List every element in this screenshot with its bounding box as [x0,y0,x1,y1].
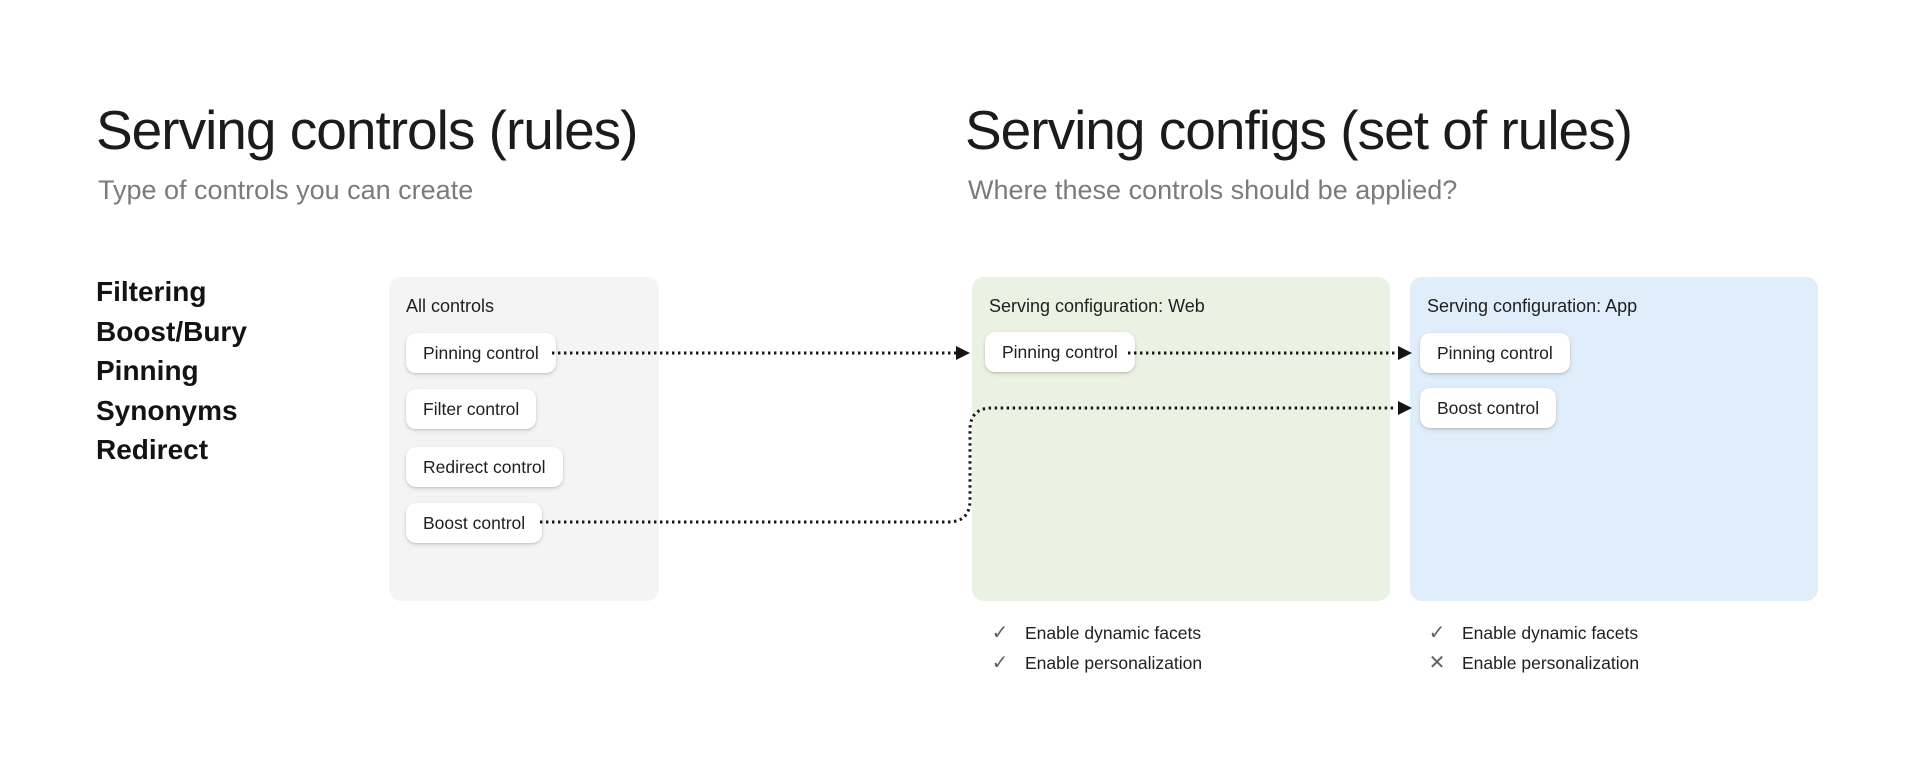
app-chip-boost-control: Boost control [1420,388,1557,428]
right-section-subtitle: Where these controls should be applied? [968,175,1458,205]
web-chip-pinning-control: Pinning control [985,332,1135,372]
chip-filter-control: Filter control [406,389,537,429]
feature-row: ✓ Enable dynamic facets [990,618,1202,648]
web-config-card-label: Serving configuration: Web [989,296,1205,316]
control-type-pinning: Pinning [96,355,199,386]
feature-row: ✕ Enable personalization [1427,648,1639,678]
web-config-features: ✓ Enable dynamic facets ✓ Enable persona… [990,618,1202,678]
check-icon: ✓ [991,622,1009,644]
chip-boost-control: Boost control [406,503,543,543]
control-type-redirect: Redirect [96,434,209,465]
check-icon: ✓ [991,652,1009,674]
arrowhead-icon [956,346,970,360]
app-chip-pinning-control: Pinning control [1420,333,1570,373]
feature-row: ✓ Enable dynamic facets [1427,618,1639,648]
right-section-title: Serving configs (set of rules) [965,99,1633,161]
app-config-features: ✓ Enable dynamic facets ✕ Enable persona… [1427,618,1639,678]
app-config-card: Serving configuration: App Pinning contr… [1410,277,1818,601]
left-section-title: Serving controls (rules) [96,99,638,161]
control-type-synonyms: Synonyms [96,394,238,426]
feature-row: ✓ Enable personalization [990,648,1202,678]
all-controls-card-label: All controls [406,296,495,316]
all-controls-card: All controls Pinning control Filter cont… [389,277,659,601]
control-type-boost-bury: Boost/Bury [96,315,247,347]
feature-label: Enable personalization [1025,652,1203,673]
feature-label: Enable dynamic facets [1462,622,1639,643]
control-type-list: Filtering Boost/Bury Pinning Synonyms Re… [96,272,247,470]
feature-label: Enable personalization [1462,652,1640,673]
check-icon: ✓ [1428,622,1446,644]
control-type-filtering: Filtering [96,276,207,307]
chip-pinning-control: Pinning control [406,333,556,373]
feature-label: Enable dynamic facets [1025,622,1202,643]
chip-redirect-control: Redirect control [406,447,563,487]
left-section-subtitle: Type of controls you can create [98,175,474,205]
web-config-card: Serving configuration: Web Pinning contr… [972,277,1390,601]
cross-icon: ✕ [1428,652,1446,674]
app-config-card-label: Serving configuration: App [1427,296,1638,316]
